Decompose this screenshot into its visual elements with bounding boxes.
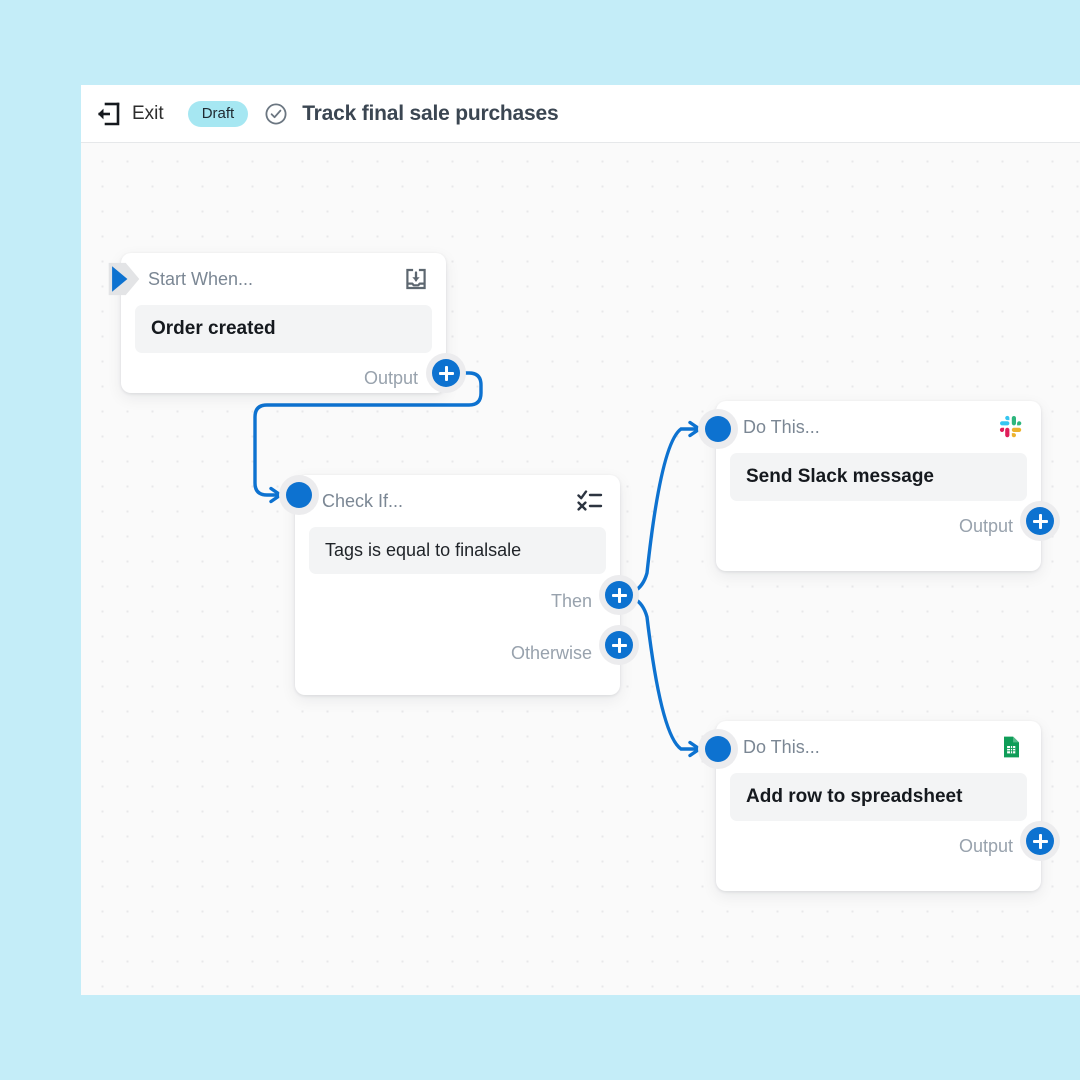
node-action-slack-input-port[interactable] [698, 409, 738, 449]
node-action-sheets-value: Add row to spreadsheet [746, 786, 963, 807]
exit-label: Exit [132, 102, 164, 124]
node-condition-header: Check If... [295, 475, 620, 527]
add-step-after-trigger-button[interactable] [426, 353, 466, 393]
node-trigger[interactable]: Start When... Order created Output [121, 253, 446, 393]
google-sheets-icon[interactable] [998, 734, 1024, 760]
input-dot [286, 482, 312, 508]
node-action-sheets-header: Do This... [716, 721, 1041, 773]
inbox-download-icon[interactable] [403, 266, 429, 292]
check-x-condition-icon[interactable] [577, 488, 603, 514]
exit-button[interactable]: Exit [95, 101, 164, 127]
workflow-canvas[interactable]: Start When... Order created Output [81, 143, 1080, 995]
editor-toolbar: Exit Draft Track final sale purchases [81, 85, 1080, 143]
input-dot [705, 736, 731, 762]
node-condition-body[interactable]: Tags is equal to finalsale [309, 527, 606, 574]
plus-icon [605, 631, 633, 659]
node-condition[interactable]: Check If... Tags is equal to finalsale T… [295, 475, 620, 695]
add-step-otherwise-button[interactable] [599, 625, 639, 665]
node-condition-then-row: Then [295, 574, 620, 628]
node-action-slack-body[interactable]: Send Slack message [730, 453, 1027, 501]
node-action-sheets-title: Do This... [743, 736, 820, 757]
node-trigger-title: Start When... [148, 268, 254, 289]
node-action-slack-value: Send Slack message [746, 466, 934, 487]
input-dot [705, 416, 731, 442]
node-condition-input-port[interactable] [279, 475, 319, 515]
trigger-start-marker [107, 257, 141, 301]
node-condition-otherwise-label: Otherwise [510, 642, 592, 663]
node-condition-title: Check If... [322, 490, 404, 511]
node-action-slack[interactable]: Do This... Send Slack message [716, 401, 1041, 571]
node-trigger-output-row: Output [121, 353, 446, 403]
node-action-slack-output-label: Output [958, 515, 1013, 536]
node-action-sheets[interactable]: Do This... Add row to spreadsheet Output [716, 721, 1041, 891]
node-trigger-value: Order created [151, 318, 276, 339]
add-step-after-slack-button[interactable] [1020, 501, 1060, 541]
node-condition-otherwise-row: Otherwise [295, 628, 620, 678]
node-action-slack-output-row: Output [716, 501, 1041, 551]
node-action-slack-title: Do This... [743, 416, 820, 437]
node-action-sheets-output-row: Output [716, 821, 1041, 871]
plus-icon [1026, 827, 1054, 855]
node-action-sheets-output-label: Output [958, 835, 1013, 856]
node-trigger-output-label: Output [363, 367, 418, 388]
node-trigger-body[interactable]: Order created [135, 305, 432, 353]
node-condition-value: Tags is equal to finalsale [325, 540, 522, 560]
node-action-slack-header: Do This... [716, 401, 1041, 453]
node-action-sheets-input-port[interactable] [698, 729, 738, 769]
slack-icon[interactable] [998, 414, 1024, 440]
page-title: Track final sale purchases [302, 101, 559, 125]
status-badge[interactable]: Draft [187, 100, 249, 127]
node-trigger-header: Start When... [121, 253, 446, 305]
plus-icon [1026, 507, 1054, 535]
add-step-after-sheets-button[interactable] [1020, 821, 1060, 861]
node-condition-then-label: Then [550, 590, 592, 611]
node-action-sheets-body[interactable]: Add row to spreadsheet [730, 773, 1027, 821]
plus-icon [605, 581, 633, 609]
check-circle-icon[interactable] [264, 102, 288, 126]
workflow-editor-window: Exit Draft Track final sale purchases [81, 85, 1080, 995]
plus-icon [432, 359, 460, 387]
add-step-then-button[interactable] [599, 575, 639, 615]
exit-arrow-icon [95, 101, 121, 127]
